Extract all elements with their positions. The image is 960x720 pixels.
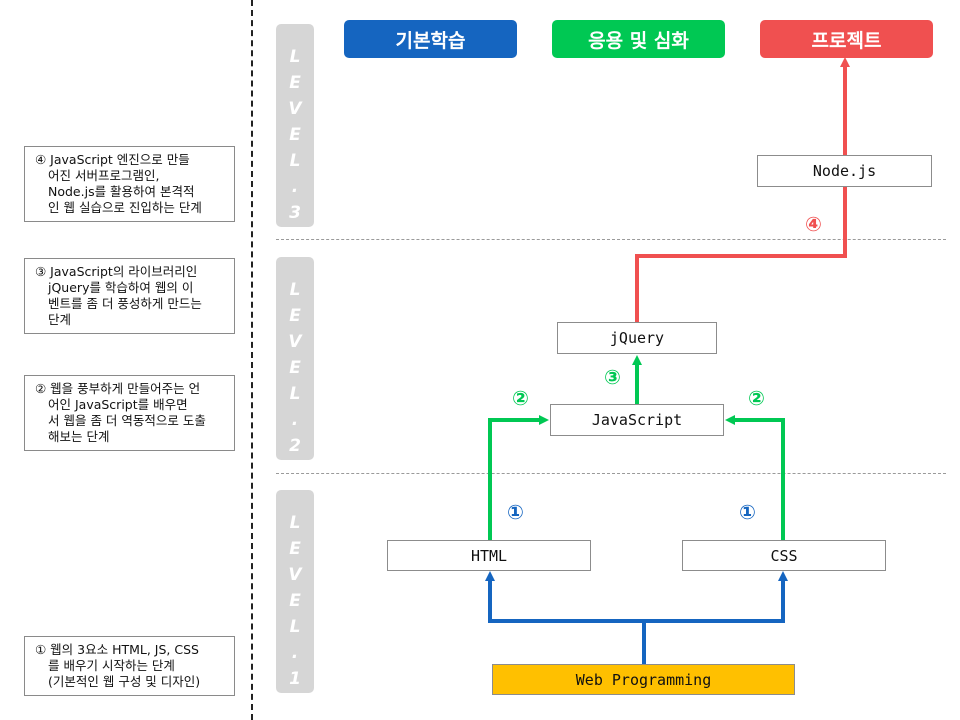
category-project: 프로젝트 — [760, 20, 933, 58]
arrow-jquery-to-nodejs — [635, 57, 850, 323]
step-2-right-marker: ② — [748, 386, 765, 410]
node-jquery: jQuery — [557, 322, 717, 354]
step-1-right-marker: ① — [739, 500, 756, 524]
step-1-left-marker: ① — [507, 500, 524, 524]
step-4-marker: ④ — [805, 212, 822, 236]
node-css: CSS — [682, 540, 886, 571]
level-separator-2-1 — [276, 473, 946, 474]
category-basic: 기본학습 — [344, 20, 517, 58]
level-3-badge: L E V E L . 3 — [276, 24, 314, 227]
step-3-marker: ③ — [604, 365, 621, 389]
level-separator-3-2 — [276, 239, 946, 240]
vertical-divider — [251, 0, 253, 720]
level-1-badge: L E V E L . 1 — [276, 490, 314, 693]
note-level-4: ④ JavaScript 엔진으로 만들 어진 서버프로그램인, Node.js… — [24, 146, 235, 222]
node-javascript: JavaScript — [550, 404, 724, 436]
level-2-badge: L E V E L . 2 — [276, 257, 314, 460]
node-web-programming: Web Programming — [492, 664, 795, 695]
node-html: HTML — [387, 540, 591, 571]
category-advanced: 응용 및 심화 — [552, 20, 725, 58]
arrow-to-javascript — [488, 355, 785, 540]
note-level-3: ③ JavaScript의 라이브러리인 jQuery를 학습하여 웹의 이 벤… — [24, 258, 235, 334]
arrow-web-to-html-css — [485, 571, 788, 665]
node-nodejs: Node.js — [757, 155, 932, 187]
note-level-1: ① 웹의 3요소 HTML, JS, CSS 를 배우기 시작하는 단계 (기본… — [24, 636, 235, 696]
note-level-2: ② 웹을 풍부하게 만들어주는 언 어인 JavaScript를 배우면 서 웹… — [24, 375, 235, 451]
step-2-left-marker: ② — [512, 386, 529, 410]
